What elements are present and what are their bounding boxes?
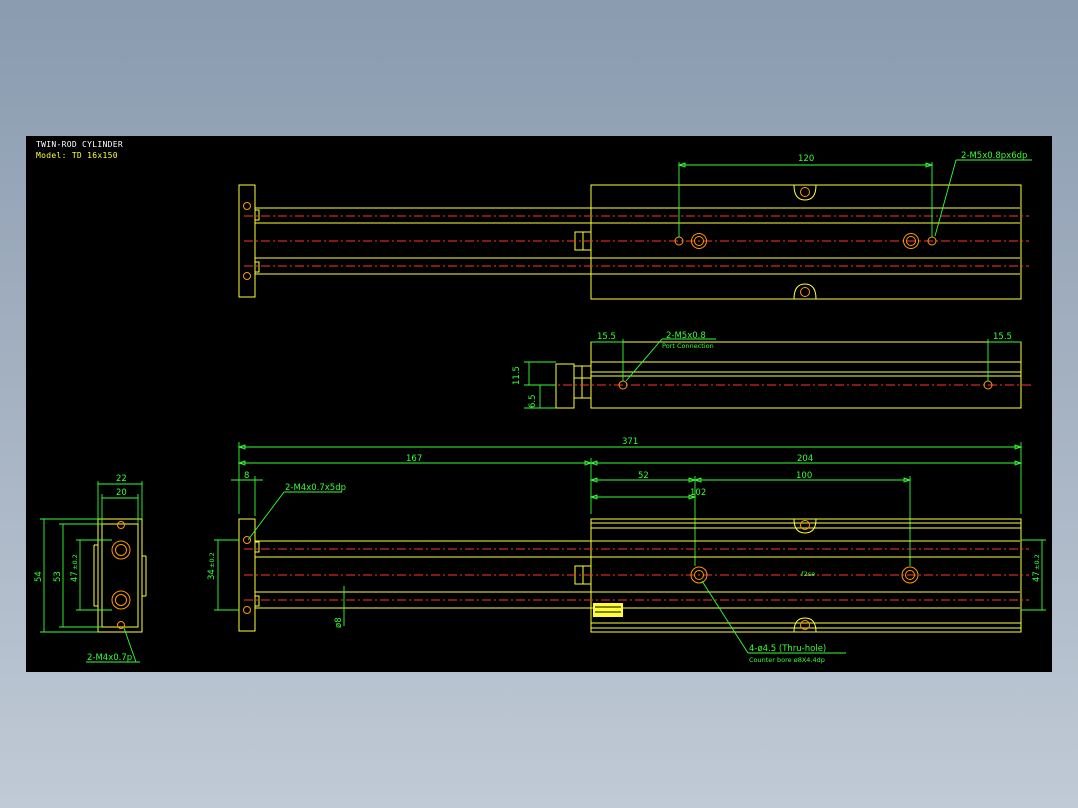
note-m5-tap: 2-M5x0.8px6dp [961, 151, 1027, 161]
cad-drawing-panel[interactable]: TWIN-ROD CYLINDER Model: TD 16x150 [26, 136, 1052, 672]
end-view-rod-lower [111, 590, 131, 610]
dim-102: 102 [690, 488, 706, 498]
side-view: 15.5 15.5 2-M5x0.8 Port Connection 11.5 … [512, 331, 1032, 409]
dim-47-end-tolerance: ±0.2 [71, 554, 79, 570]
top-view: 120 2-M5x0.8px6dp [238, 151, 1032, 300]
dim-15-5-left: 15.5 [597, 332, 616, 342]
dim-34-tolerance: ±0.2 [208, 552, 216, 568]
top-rod-collar-lower [254, 261, 260, 273]
note-port-thread: 2-M5x0.8 [666, 331, 706, 341]
end-view-rod-upper [111, 540, 131, 560]
note-m4-end: 2-M4x0.7p [87, 653, 132, 663]
end-view: 22 20 54 53 47 ±0.2 2-M4x0.7p [34, 474, 147, 663]
top-plate-hole-upper [243, 202, 251, 210]
dim-167: 167 [406, 454, 422, 464]
dim-8: 8 [244, 471, 249, 481]
front-view: 371 167 204 8 52 100 102 [207, 437, 1046, 664]
side-end-plate [555, 363, 575, 409]
top-rod-collar-upper [254, 209, 260, 221]
note-port-connection: Port Connection [662, 342, 714, 350]
note-counter-bore: Counter bore ø8X4.4dp [749, 656, 825, 664]
dim-6-5: 6.5 [528, 394, 538, 408]
dim-120: 120 [798, 154, 814, 164]
note-m4-tap: 2-M4x0.7x5dp [285, 483, 346, 493]
dim-34: 34 [207, 569, 217, 580]
technical-drawing: 120 2-M5x0.8px6dp 15.5 15.5 [34, 151, 1046, 664]
dim-47-front: 47 [1032, 571, 1042, 582]
dim-53: 53 [53, 571, 63, 582]
dim-15-5-right: 15.5 [993, 332, 1012, 342]
dim-47-end: 47 [70, 571, 80, 582]
dim-20: 20 [116, 488, 127, 498]
end-view-body [97, 518, 143, 633]
dim-52: 52 [638, 471, 649, 481]
dim-phi8: ø8 [334, 617, 344, 628]
drawing-title: TWIN-ROD CYLINDER [36, 140, 123, 149]
dim-100: 100 [796, 471, 812, 481]
model-label: Model: TD 16x150 [36, 151, 118, 160]
dim-22: 22 [116, 474, 127, 484]
nameplate [593, 603, 623, 617]
dim-54: 54 [34, 571, 44, 582]
side-cylinder-body [590, 341, 1022, 409]
dim-47-front-tolerance: ±0.2 [1033, 554, 1041, 570]
top-end-plate [238, 184, 256, 298]
dim-11-5: 11.5 [512, 366, 522, 385]
dim-204: 204 [797, 454, 813, 464]
body-plate-marking: ℓ2se [801, 570, 815, 578]
top-cylinder-body [590, 184, 1022, 300]
front-end-plate [238, 518, 256, 632]
top-plate-hole-lower [243, 272, 251, 280]
note-thru-holes: 4-ø4.5 (Thru-hole) [749, 644, 826, 654]
dim-371: 371 [622, 437, 638, 447]
